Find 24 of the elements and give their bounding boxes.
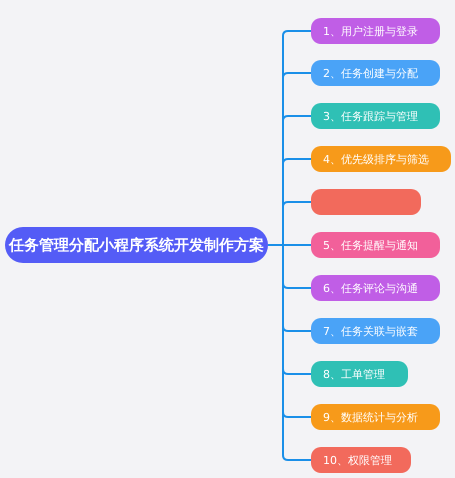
branch-topic bbox=[311, 60, 440, 86]
topic-label: 5、任务提醒与通知 bbox=[323, 238, 418, 252]
topic-label: 9、数据统计与分析 bbox=[323, 410, 418, 424]
branch-topic bbox=[311, 18, 440, 44]
topic-label: 8、工单管理 bbox=[323, 366, 385, 382]
topic-label: 3、任务跟踪与管理 bbox=[323, 108, 418, 124]
topic-label: 1、用户注册与登录 bbox=[323, 24, 418, 38]
branch-topic bbox=[311, 447, 411, 473]
topic-box bbox=[311, 189, 421, 215]
branch-topic bbox=[311, 404, 440, 430]
branch-topic bbox=[311, 232, 440, 258]
central-topic bbox=[5, 227, 268, 263]
topic-label: 4、优先级排序与筛选 bbox=[323, 152, 429, 166]
topic-label: 6、任务评论与沟通 bbox=[323, 280, 418, 296]
topic-label: 7、任务关联与嵌套 bbox=[323, 324, 418, 338]
branch-topic bbox=[311, 275, 440, 301]
branch-topic bbox=[311, 361, 408, 387]
branch-topic bbox=[311, 103, 440, 129]
branch-topic bbox=[311, 318, 440, 344]
topic-label: 10、权限管理 bbox=[323, 452, 392, 468]
branch-topic bbox=[311, 146, 451, 172]
topic-label: 2、任务创建与分配 bbox=[323, 66, 418, 80]
connector-line bbox=[268, 244, 311, 461]
topic-label: 任务管理分配小程序系统开发制作方案 bbox=[9, 236, 264, 254]
